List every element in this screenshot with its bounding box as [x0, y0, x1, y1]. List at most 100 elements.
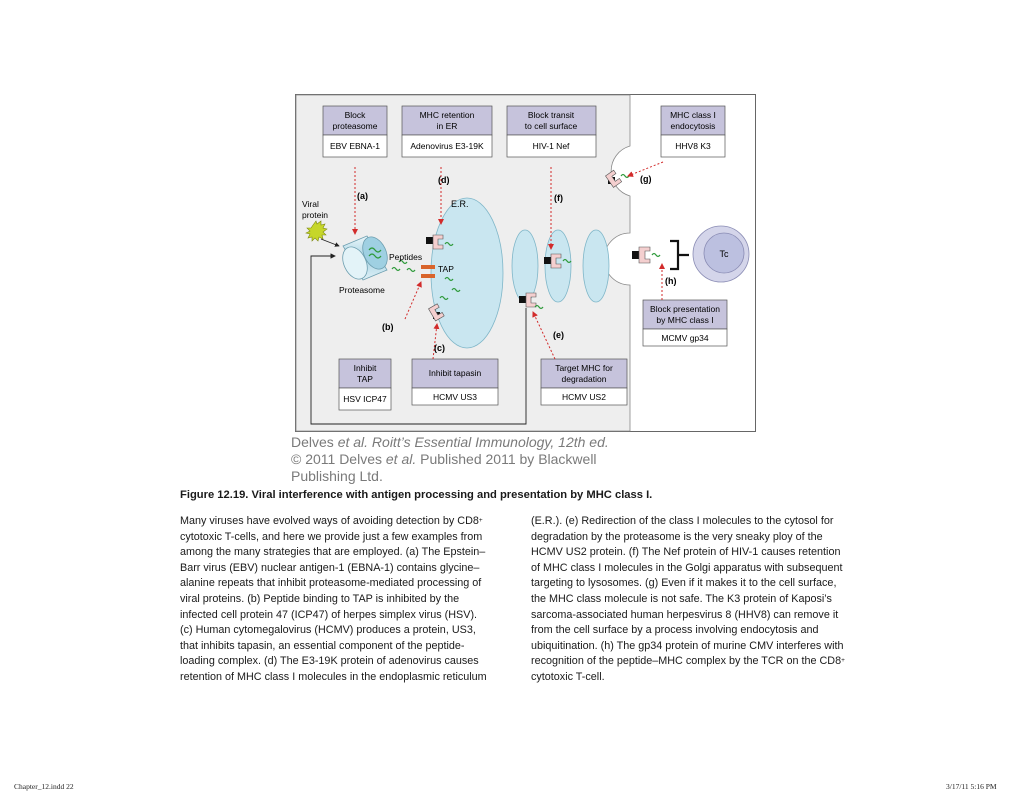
- peptide: [391, 266, 401, 272]
- body-line: of MHC class I molecules in the Golgi ap…: [531, 561, 843, 574]
- tcr: [670, 239, 689, 271]
- body-line: viral proteins. (b) Peptide binding to T…: [180, 592, 460, 605]
- letter-d: (d): [438, 175, 450, 185]
- figure-diagram: Block proteasome EBV EBNA-1 MHC retentio…: [295, 94, 756, 432]
- box-virus: EBV EBNA-1: [330, 141, 380, 151]
- box-title-line: Inhibit: [354, 363, 377, 373]
- box-virus: HHV8 K3: [675, 141, 711, 151]
- proteasome: [342, 235, 388, 281]
- body-line: cytotoxic T-cell.: [531, 670, 605, 683]
- body-line: infected cell protein 47 (ICP47) of herp…: [180, 608, 478, 621]
- box-title-line: proteasome: [333, 121, 378, 131]
- mhc-molecule-surface: [632, 246, 661, 264]
- body-line: alanine repeats that inhibit proteasome-…: [180, 577, 482, 590]
- body-line: among the many strategies that are emplo…: [180, 546, 486, 559]
- golgi-vesicle-1: [511, 229, 539, 303]
- tap-transporter: [421, 265, 435, 269]
- t-cell-nucleus: [703, 232, 745, 274]
- letter-e: (e): [553, 330, 564, 340]
- proteasome-label: Proteasome: [339, 285, 385, 295]
- body-line: degradation by the proteasome is the ver…: [531, 530, 823, 543]
- box-inhibit-tap: Inhibit TAP HSV ICP47: [338, 358, 392, 411]
- peptide: [439, 295, 449, 301]
- body-line: the MHC class molecule is not safe. The …: [531, 592, 832, 605]
- credit-text: Published 2011 by Blackwell: [416, 451, 597, 467]
- box-title-line: endocytosis: [671, 121, 716, 131]
- mhc-molecule-cytosol: [519, 292, 544, 310]
- arrow-c: [432, 323, 440, 360]
- box-target-mhc: Target MHC for degradation HCMV US2: [540, 358, 628, 406]
- viral-protein-label: Viral: [302, 199, 319, 209]
- box-title-line: Block transit: [528, 110, 575, 120]
- body-line: HCMV US2 protein. (f) The Nef protein of…: [531, 546, 841, 559]
- arrow-e: [532, 311, 556, 360]
- letter-a: (a): [357, 191, 368, 201]
- body-column-right: (E.R.). (e) Redirection of the class I m…: [531, 514, 845, 686]
- box-title-line: Inhibit tapasin: [429, 368, 482, 378]
- box-virus: HIV-1 Nef: [533, 141, 570, 151]
- body-line: retention of MHC class I molecules in th…: [180, 670, 487, 683]
- body-line: from the cell surface by a process invol…: [531, 624, 819, 637]
- box-endocytosis: MHC class I endocytosis HHV8 K3: [660, 105, 726, 158]
- credit-italic: et al. Roitt’s Essential Immunology, 12t…: [337, 434, 609, 450]
- er-label: E.R.: [451, 199, 469, 209]
- tap-transporter: [421, 274, 435, 278]
- body-line: recognition of the peptide–MHC complex b…: [531, 655, 845, 668]
- box-title-line: TAP: [357, 374, 373, 384]
- footer-right: 3/17/11 5:16 PM: [946, 782, 997, 791]
- t-cell-label: Tc: [720, 249, 730, 259]
- footer-left: Chapter_12.indd 22: [14, 782, 74, 791]
- peptides-label: Peptides: [389, 252, 422, 262]
- mhc-molecule-golgi: [544, 253, 572, 269]
- credit-line-2: © 2011 Delves et al. Published 2011 by B…: [291, 451, 597, 468]
- tap-label: TAP: [438, 264, 454, 274]
- letter-f: (f): [554, 193, 563, 203]
- box-title-line: by MHC class I: [656, 315, 713, 325]
- credit-line-1: Delves et al. Roitt’s Essential Immunolo…: [291, 434, 609, 451]
- viral-protein-icon: [305, 220, 328, 242]
- box-title-line: in ER: [437, 121, 458, 131]
- credit-text: © 2011 Delves: [291, 451, 386, 467]
- peptide: [406, 267, 416, 273]
- mhc-molecule-endocytosed: [605, 169, 630, 188]
- box-mhc-retention: MHC retention in ER Adenovirus E3-19K: [401, 105, 493, 158]
- box-title-line: Block presentation: [650, 304, 720, 314]
- peptide: [444, 276, 454, 282]
- letter-h: (h): [665, 276, 677, 286]
- box-title-line: to cell surface: [525, 121, 578, 131]
- body-column-left: Many viruses have evolved ways of avoidi…: [180, 514, 487, 686]
- letter-g: (g): [640, 174, 652, 184]
- body-line: loading complex. (d) The E3-19K protein …: [180, 655, 479, 668]
- mhc-molecule-er-bottom: [428, 303, 445, 322]
- letter-b: (b): [382, 322, 394, 332]
- box-title-line: MHC retention: [420, 110, 475, 120]
- box-virus: HCMV US2: [562, 392, 606, 402]
- superscript: +: [478, 517, 483, 524]
- credit-italic: et al.: [385, 451, 417, 467]
- box-virus: MCMV gp34: [661, 333, 709, 343]
- endoplasmic-reticulum: [430, 197, 504, 349]
- credit-text: Delves: [291, 434, 338, 450]
- viral-protein-label: protein: [302, 210, 328, 220]
- box-virus: HCMV US3: [433, 392, 477, 402]
- letter-c: (c): [434, 343, 445, 353]
- mhc-molecule-er-top: [426, 234, 454, 250]
- box-title-line: Target MHC for: [555, 363, 613, 373]
- golgi-vesicle-3: [582, 229, 610, 303]
- body-line: that inhibits tapasin, an essential comp…: [180, 639, 465, 652]
- box-virus: HSV ICP47: [343, 394, 387, 404]
- box-block-transit: Block transit to cell surface HIV-1 Nef: [506, 105, 597, 158]
- box-title-line: Block: [345, 110, 367, 120]
- body-line: ubiquitination. (h) The gp34 protein of …: [531, 639, 844, 652]
- superscript: +: [841, 657, 845, 665]
- box-virus: Adenovirus E3-19K: [410, 141, 484, 151]
- peptide: [451, 287, 461, 293]
- body-line: targeting to lysosomes. (g) Even if it m…: [531, 577, 837, 590]
- box-block-proteasome: Block proteasome EBV EBNA-1: [322, 105, 388, 158]
- box-title-line: MHC class I: [670, 110, 716, 120]
- box-inhibit-tapasin: Inhibit tapasin HCMV US3: [411, 358, 499, 406]
- body-line: (E.R.). (e) Redirection of the class I m…: [531, 515, 834, 527]
- credit-line-3: Publishing Ltd.: [291, 468, 383, 484]
- body-line: Many viruses have evolved ways of avoidi…: [180, 515, 483, 527]
- box-title-line: degradation: [562, 374, 607, 384]
